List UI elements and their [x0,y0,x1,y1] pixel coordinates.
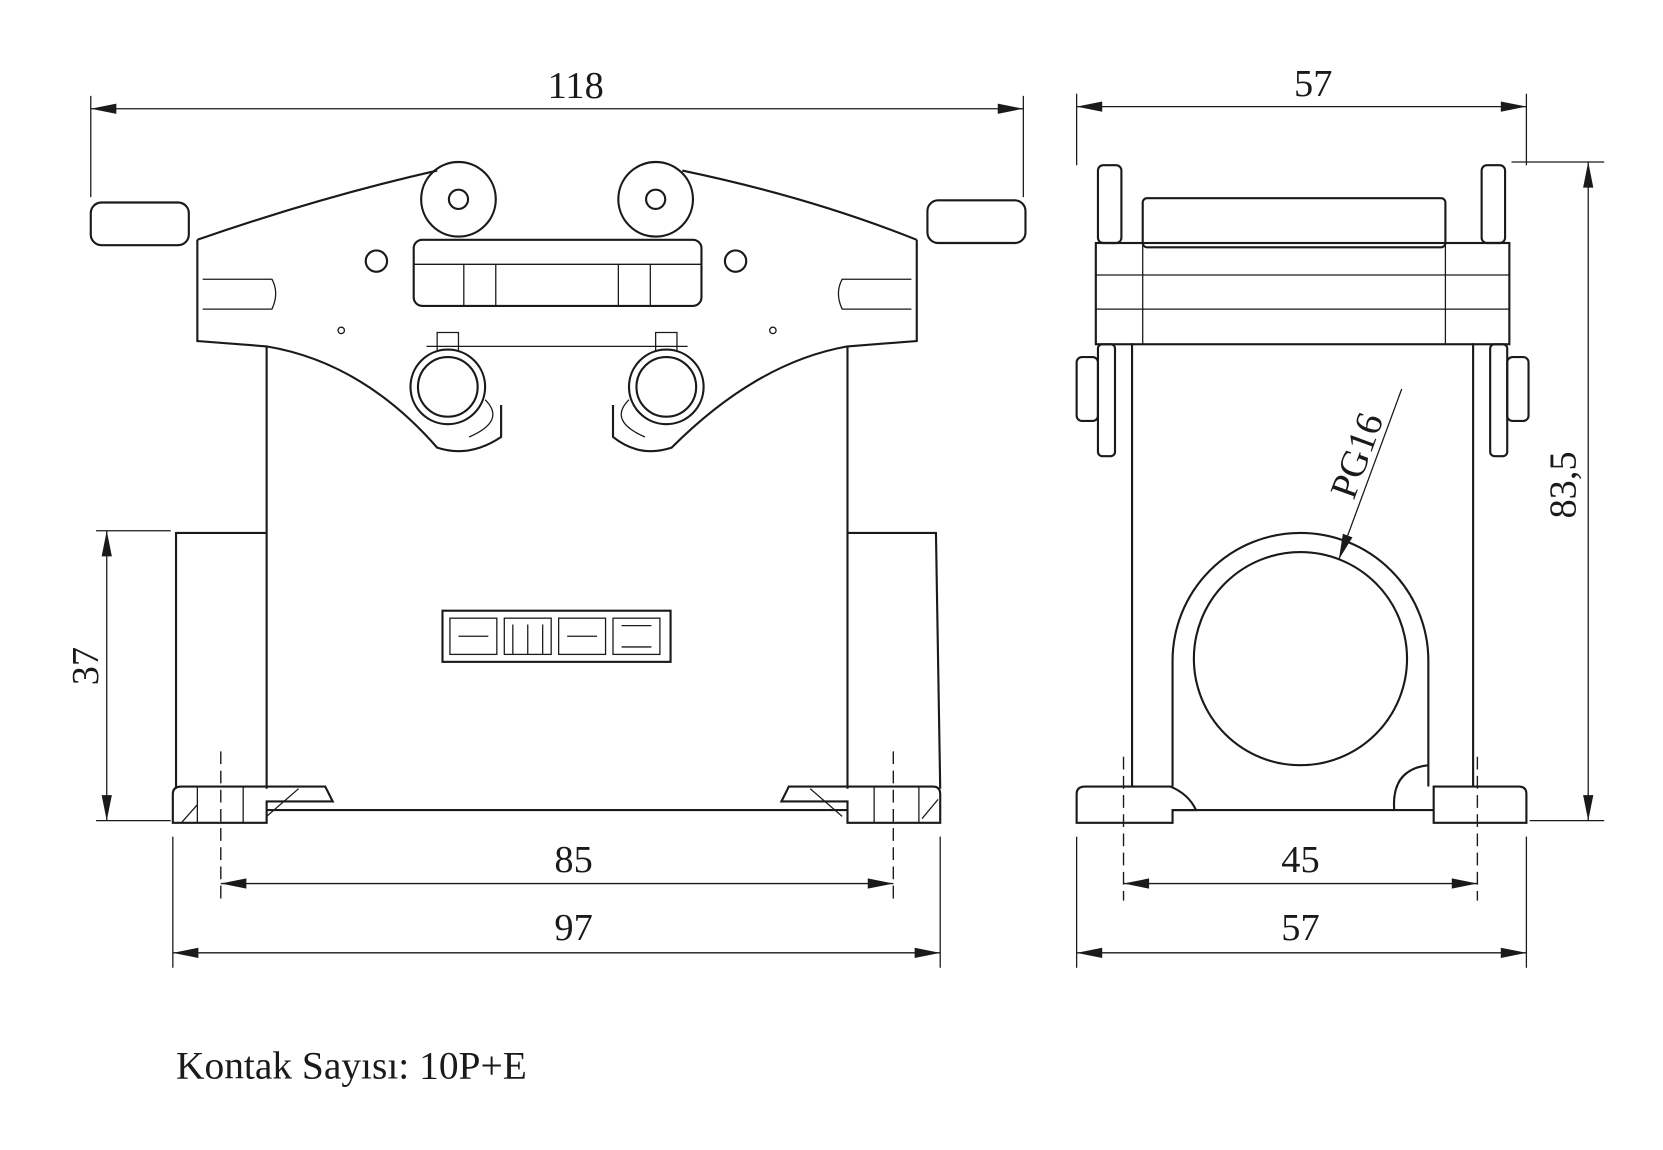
cable-gland-boss [1171,531,1430,787]
side-cover [1141,197,1447,249]
dim-base-width: 97 [554,907,592,949]
left-mount-block [174,531,942,789]
front-view: 118 37 85 97 [65,65,1027,968]
dim-overall-width: 118 [548,65,604,107]
left-peg [409,348,487,426]
locking-lever [196,169,918,453]
dim-side-hole-spacing: 45 [1281,839,1319,881]
dim-base-height: 37 [65,647,107,685]
right-foot [779,785,942,824]
left-foot [171,785,335,824]
left-pivot [420,160,497,238]
emas-logo [441,609,672,663]
right-peg [627,348,705,426]
dim-top-width: 57 [1294,63,1332,105]
housing-body [265,346,849,789]
dim-hole-spacing: 85 [554,839,592,881]
side-view: PG16 57 83,5 45 57 [1075,63,1605,968]
label-pg16: PG16 [1323,408,1392,504]
contact-count-note: Kontak Sayısı: 10P+E [176,1044,527,1088]
side-housing [1130,343,1475,787]
right-pivot [617,160,695,238]
right-handle [926,199,1027,245]
side-foot [1075,785,1528,824]
center-bar [412,238,703,307]
dim-side-base-width: 57 [1281,907,1319,949]
cable-entry-pg16 [1192,551,1409,767]
left-handle [89,201,190,247]
dim-overall-height: 83,5 [1542,451,1584,518]
